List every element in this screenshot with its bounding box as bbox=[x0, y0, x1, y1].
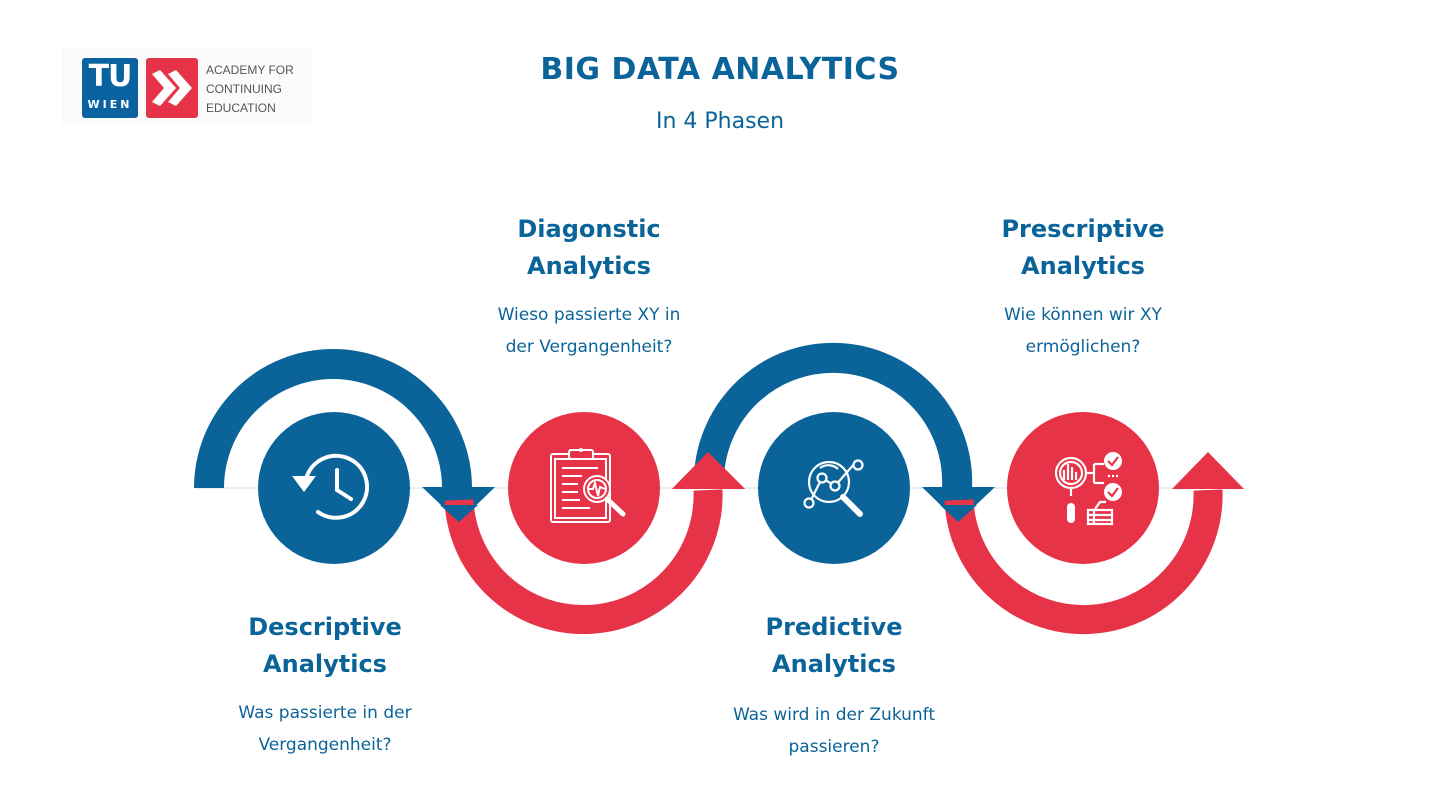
phase-question: Was passierte in der Vergangenheit? bbox=[175, 697, 475, 761]
question-line-2: passieren? bbox=[788, 737, 880, 757]
phase-title-line-1: Descriptive bbox=[248, 613, 402, 641]
phase-predictive: Predictive Analytics Was wird in der Zuk… bbox=[684, 609, 984, 763]
history-clock-icon bbox=[292, 453, 370, 520]
academy-line-3: EDUCATION bbox=[206, 101, 276, 115]
question-line-1: Wie können wir XY bbox=[1004, 305, 1162, 325]
logo-wien-text: WIEN bbox=[87, 98, 133, 111]
blue-arrowhead-2 bbox=[940, 505, 977, 522]
clipboard-magnifier-icon bbox=[550, 448, 626, 523]
tu-wien-academy-logo: TU WIEN ACADEMY FOR CONTINUING EDUCATION bbox=[62, 48, 312, 126]
academy-text: ACADEMY FOR CONTINUING EDUCATION bbox=[206, 61, 294, 118]
phase-title-line-2: Analytics bbox=[1021, 252, 1145, 280]
question-line-1: Was passierte in der bbox=[238, 703, 412, 723]
phase-question: Wie können wir XY ermöglichen? bbox=[933, 299, 1233, 363]
red-arrowhead-1 bbox=[672, 452, 745, 489]
phase-title-line-1: Prescriptive bbox=[1001, 215, 1165, 243]
question-line-2: ermöglichen? bbox=[1025, 337, 1141, 357]
question-line-1: Wieso passierte XY in bbox=[497, 305, 681, 325]
phase-circle-prescriptive bbox=[1007, 412, 1159, 564]
question-line-2: der Vergangenheit? bbox=[505, 337, 673, 357]
phase-title-line-2: Analytics bbox=[263, 650, 387, 678]
fast-forward-logo-icon bbox=[146, 58, 198, 118]
page-subtitle: In 4 Phasen bbox=[655, 109, 785, 134]
blue-arrowhead-1 bbox=[440, 505, 478, 522]
page-title: BIG DATA ANALYTICS bbox=[540, 52, 900, 87]
logo-tu-text: TU bbox=[88, 59, 133, 94]
academy-line-1: ACADEMY FOR bbox=[206, 63, 294, 77]
phase-title-line-1: Predictive bbox=[765, 613, 903, 641]
tu-wien-logo: TU WIEN bbox=[82, 58, 138, 118]
phase-question: Was wird in der Zukunft passieren? bbox=[684, 699, 984, 763]
question-line-1: Was wird in der Zukunft bbox=[732, 705, 936, 725]
phase-title-line-1: Diagonstic bbox=[517, 215, 661, 243]
phase-circle-predictive bbox=[758, 412, 910, 564]
phase-diagnostic: Diagonstic Analytics Wieso passierte XY … bbox=[439, 211, 739, 363]
phase-descriptive: Descriptive Analytics Was passierte in d… bbox=[175, 609, 475, 761]
phase-question: Wieso passierte XY in der Vergangenheit? bbox=[439, 299, 739, 363]
phase-prescriptive: Prescriptive Analytics Wie können wir XY… bbox=[933, 211, 1233, 363]
phase-circle-diagnostic bbox=[508, 412, 660, 564]
red-arrow-arc-2 bbox=[944, 452, 1244, 635]
academy-line-2: CONTINUING bbox=[206, 82, 282, 96]
phase-title-line-2: Analytics bbox=[772, 650, 896, 678]
magnifier-trend-icon bbox=[803, 459, 864, 517]
phase-title-line-2: Analytics bbox=[527, 252, 651, 280]
analysis-checklist-icon bbox=[1054, 452, 1122, 526]
phase-circle-descriptive bbox=[258, 412, 410, 564]
question-line-2: Vergangenheit? bbox=[258, 735, 392, 755]
